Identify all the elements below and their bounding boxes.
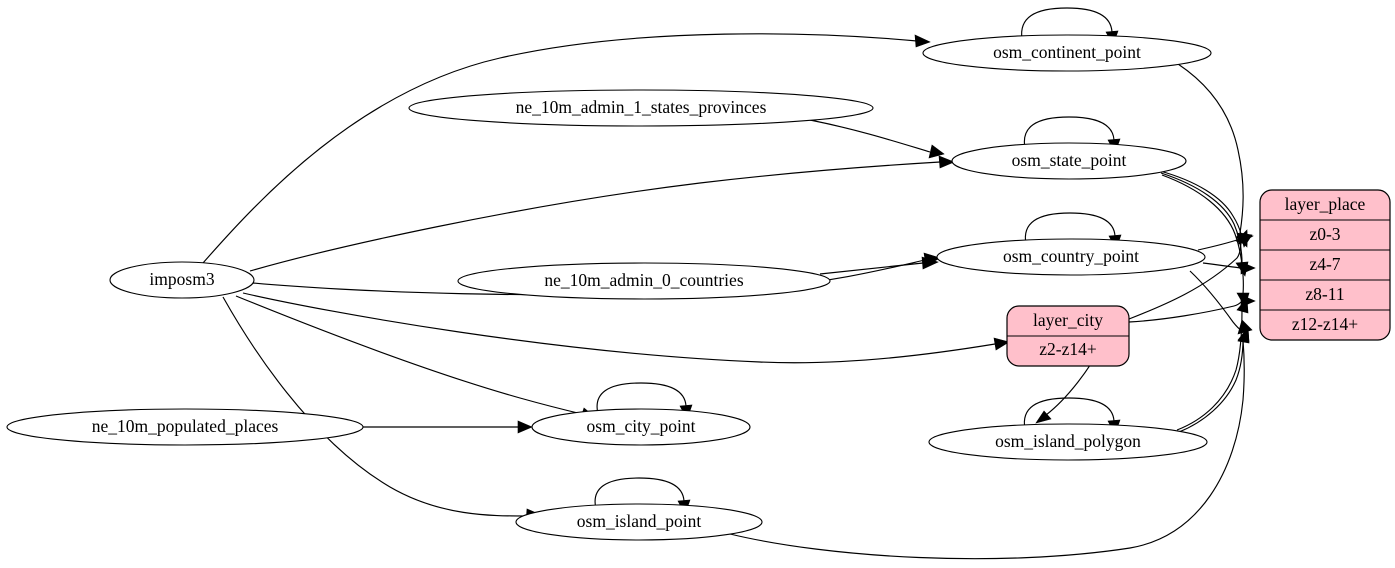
node-label-osm-state-point: osm_state_point	[1012, 150, 1127, 170]
node-osm-island-polygon[interactable]: osm_island_polygon	[928, 423, 1208, 461]
node-shape-ellipse[interactable]	[928, 423, 1208, 461]
node-layer-place[interactable]: layer_place z0-3 z4-7 z8-11 z12-z14+	[1259, 189, 1391, 341]
node-label-imposm3: imposm3	[149, 269, 214, 289]
node-label-ne-countries: ne_10m_admin_0_countries	[544, 270, 743, 290]
node-label-osm-continent-point: osm_continent_point	[993, 42, 1141, 62]
record-box-layer-place[interactable]	[1259, 189, 1391, 341]
node-shape-ellipse[interactable]	[922, 34, 1212, 72]
node-label-osm-country-point: osm_country_point	[1003, 246, 1139, 266]
edge-osm-state-point-to-layer-place-z8-11	[1161, 174, 1244, 295]
node-osm-continent-point[interactable]: osm_continent_point	[922, 34, 1212, 72]
record-row-layer-place-z0-3[interactable]: z0-3	[1309, 224, 1340, 244]
edge-self-loop-osm-city-point	[596, 382, 687, 415]
node-shape-ellipse[interactable]	[408, 89, 874, 127]
node-layer: imposm3 ne_10m_admin_1_states_provinces …	[6, 34, 1212, 541]
edge-osm-country-point-to-layer-place-z12-z14	[1189, 270, 1242, 331]
node-osm-country-point[interactable]: osm_country_point	[936, 238, 1206, 276]
edge-imposm3-to-layer-city	[242, 292, 996, 364]
record-row-layer-place-z12-z14[interactable]: z12-z14+	[1292, 314, 1358, 334]
arrowhead-icon	[993, 337, 1010, 351]
node-shape-ellipse[interactable]	[515, 503, 763, 541]
edge-imposm3-to-osm-city-point	[235, 295, 583, 415]
edge-self-loop-osm-country-point	[1024, 212, 1116, 245]
edge-osm-continent-point-to-layer-place-z0-3	[1177, 63, 1244, 234]
node-ne-10m-admin-1-states-provinces[interactable]: ne_10m_admin_1_states_provinces	[408, 89, 874, 127]
node-osm-state-point[interactable]: osm_state_point	[951, 142, 1187, 180]
record-row-layer-place-z8-11[interactable]: z8-11	[1305, 284, 1344, 304]
node-shape-ellipse[interactable]	[457, 262, 831, 300]
arrowhead-icon	[1236, 297, 1249, 314]
edge-osm-island-polygon-to-layer-place-z8-11	[1176, 308, 1243, 431]
record-row-layer-city-z2-z14[interactable]: z2-z14+	[1039, 339, 1097, 359]
edge-imposm3-to-osm-island-point	[222, 296, 528, 517]
edge-self-loop-osm-continent-point	[1021, 7, 1113, 40]
record-row-layer-city-title: layer_city	[1033, 310, 1103, 330]
arrowhead-icon	[1237, 327, 1250, 344]
arrowhead-icon	[921, 256, 939, 270]
arrowhead-icon	[1035, 410, 1052, 424]
edge-ne-countries-to-osm-country-point	[819, 262, 924, 275]
node-label-osm-island-point: osm_island_point	[577, 511, 702, 531]
arrowhead-icon	[517, 420, 533, 434]
node-shape-ellipse[interactable]	[109, 261, 255, 299]
edge-osm-country-point-to-layer-place-z0-3	[1197, 238, 1241, 251]
edge-imposm3-to-osm-continent-point	[202, 33, 918, 264]
node-shape-ellipse[interactable]	[531, 408, 751, 446]
node-osm-city-point[interactable]: osm_city_point	[531, 408, 751, 446]
edge-layer-city-to-layer-place-z8-11	[1128, 301, 1242, 323]
edge-osm-state-point-to-layer-place-z4-7	[1160, 172, 1243, 264]
arrowhead-icon	[938, 155, 955, 169]
node-shape-ellipse[interactable]	[6, 408, 364, 446]
edge-osm-state-point-to-layer-place-z0-3	[1159, 170, 1242, 235]
arrowhead-icon	[928, 144, 945, 159]
edge-osm-island-point-to-layer-place-z12-z14	[729, 339, 1245, 560]
node-label-ne-places: ne_10m_populated_places	[92, 416, 279, 436]
edge-self-loop-osm-island-polygon	[1023, 397, 1115, 430]
edge-layer-city-to-layer-place-z0-3	[1128, 239, 1242, 320]
edge-self-loop-osm-state-point	[1023, 116, 1115, 149]
arrowhead-icon	[1240, 261, 1256, 275]
node-layer-city[interactable]: layer_city z2-z14+	[1006, 305, 1130, 367]
edge-osm-country-point-to-layer-place-z4-7	[1202, 262, 1242, 269]
arrowhead-icon	[914, 34, 931, 48]
node-imposm3[interactable]: imposm3	[109, 261, 255, 299]
node-ne-10m-populated-places[interactable]: ne_10m_populated_places	[6, 408, 364, 446]
node-ne-10m-admin-0-countries[interactable]: ne_10m_admin_0_countries	[457, 262, 831, 300]
edge-imposm3-to-osm-state-point	[249, 161, 941, 272]
record-row-layer-place-z4-7[interactable]: z4-7	[1309, 254, 1340, 274]
edge-self-loop-osm-island-point	[594, 477, 685, 510]
edge-osm-island-polygon-to-layer-place-z12-z14	[1178, 338, 1244, 433]
node-label-osm-city-point: osm_city_point	[587, 416, 696, 436]
record-row-layer-place-title: layer_place	[1285, 194, 1366, 214]
node-shape-ellipse[interactable]	[936, 238, 1206, 276]
edge-layer	[202, 7, 1256, 560]
arrowhead-icon	[1235, 229, 1248, 246]
node-shape-ellipse[interactable]	[951, 142, 1187, 180]
edge-ne-states-to-osm-state-point	[809, 119, 931, 153]
node-label-ne-states: ne_10m_admin_1_states_provinces	[516, 97, 767, 117]
node-label-osm-island-polygon: osm_island_polygon	[995, 431, 1141, 451]
node-osm-island-point[interactable]: osm_island_point	[515, 503, 763, 541]
